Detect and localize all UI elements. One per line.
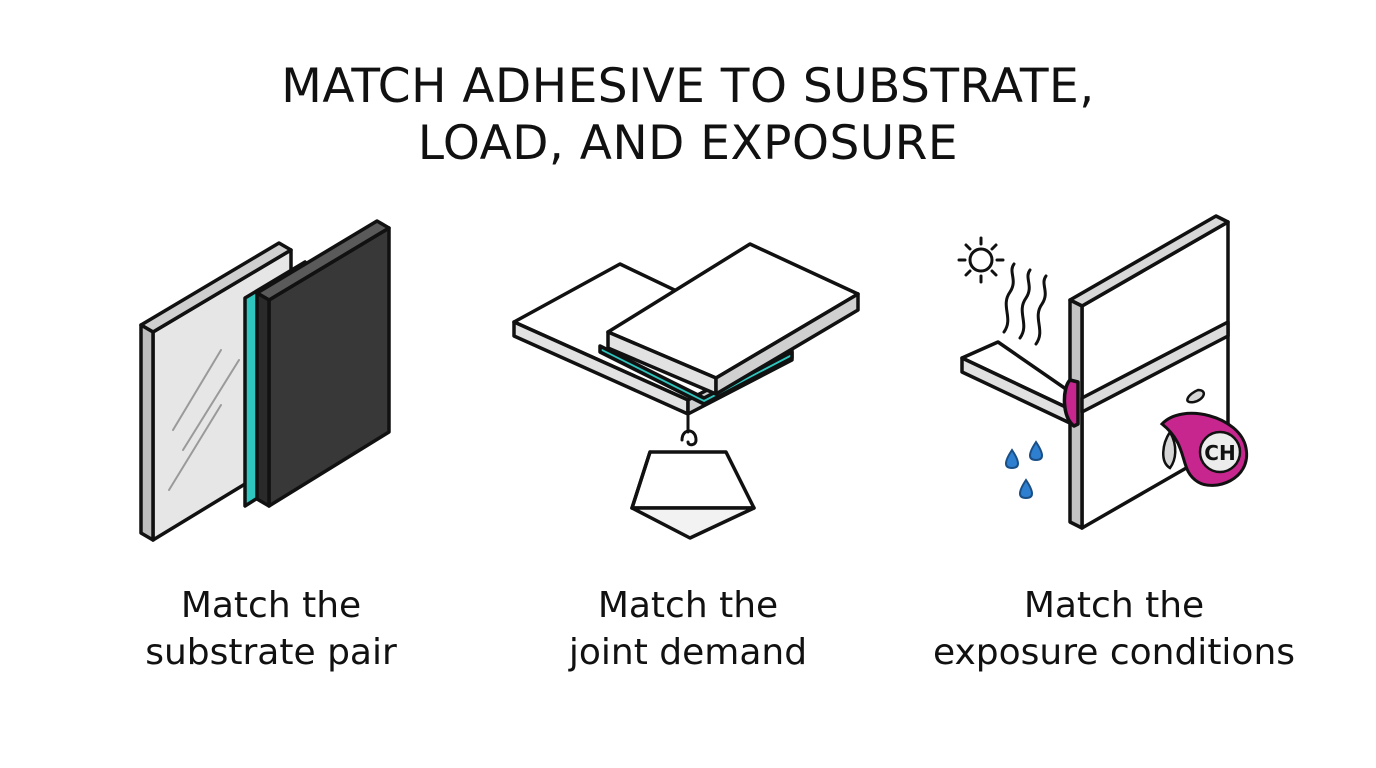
panel-joint-demand: Match the joint demand bbox=[478, 210, 898, 690]
caption-line-1: Match the bbox=[1023, 585, 1205, 626]
title-line-2: LOAD, AND EXPOSURE bbox=[417, 116, 959, 171]
heat-waves-icon bbox=[1002, 262, 1048, 346]
diagram-title: MATCH ADHESIVE TO SUBSTRATE, LOAD, AND E… bbox=[0, 58, 1376, 172]
caption-line-1: Match the bbox=[180, 585, 362, 626]
chemical-label: CH bbox=[1204, 441, 1235, 465]
caption-line-2: substrate pair bbox=[145, 632, 397, 673]
caption-line-2: joint demand bbox=[568, 632, 808, 673]
substrate-pair-icon bbox=[139, 219, 391, 542]
chemical-drop-icon: CH bbox=[1159, 411, 1249, 487]
panel-exposure-conditions: CH Match the exposure conditions bbox=[904, 210, 1324, 690]
caption-line-2: exposure conditions bbox=[932, 632, 1296, 673]
panel-substrate-pair: Match the substrate pair bbox=[61, 210, 481, 690]
joint-load-icon bbox=[512, 242, 860, 540]
title-line-1: MATCH ADHESIVE TO SUBSTRATE, bbox=[281, 59, 1095, 114]
caption-line-1: Match the bbox=[597, 585, 779, 626]
exposure-conditions-icon: CH bbox=[957, 214, 1249, 530]
caption-substrate-pair: Match the substrate pair bbox=[61, 582, 481, 676]
caption-joint-demand: Match the joint demand bbox=[478, 582, 898, 676]
water-drops-icon bbox=[1005, 440, 1043, 500]
caption-exposure-conditions: Match the exposure conditions bbox=[904, 582, 1324, 676]
sun-icon bbox=[957, 236, 1005, 284]
